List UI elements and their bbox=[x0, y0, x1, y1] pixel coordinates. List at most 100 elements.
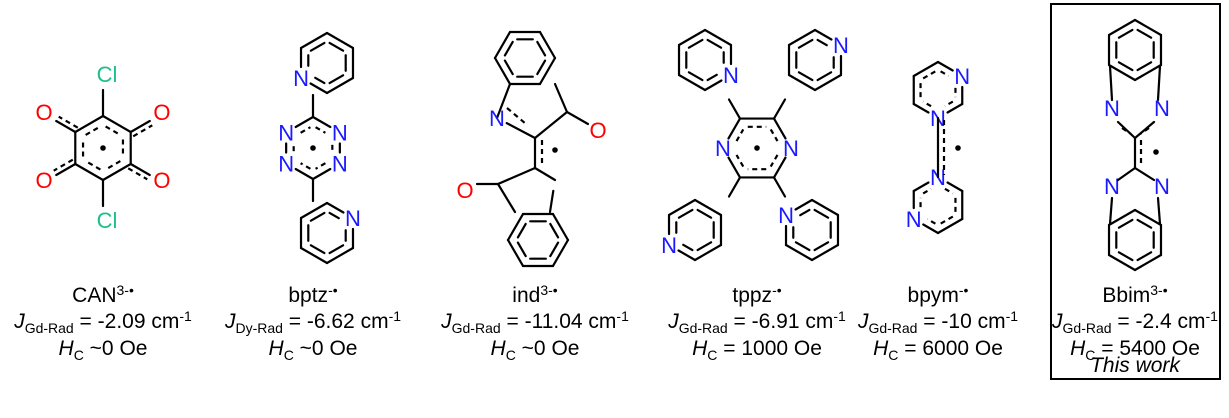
benzo-bottom-edge bbox=[1133, 208, 1163, 227]
benzo-bottom-inner bbox=[516, 222, 527, 239]
n-atom: N bbox=[778, 203, 794, 228]
pyridine-ring-inner bbox=[813, 241, 830, 252]
radical-dot bbox=[552, 147, 558, 153]
pyrimidine-bottom-edge bbox=[936, 217, 964, 235]
n-atom: N bbox=[723, 63, 739, 88]
coercive-field: HC = 5400 Oe bbox=[1070, 337, 1200, 363]
benzo-bottom-edge bbox=[551, 238, 570, 268]
benzo-top-inner bbox=[1117, 61, 1134, 72]
benzo-bottom-edge bbox=[1107, 253, 1137, 272]
c-o-bond bbox=[129, 119, 151, 134]
benzo-bottom-edge bbox=[551, 212, 570, 242]
pyrazine-ring-edge bbox=[727, 156, 742, 179]
cl-bottom: Cl bbox=[97, 208, 118, 233]
pyrimidine-bottom-inner bbox=[922, 187, 932, 195]
pyrazine-ring-inner bbox=[735, 154, 745, 168]
exchange-coupling: JDy-Rad = -6.62 cm-1 bbox=[224, 308, 402, 336]
benzo-top-inner bbox=[536, 40, 547, 57]
tetrazine-ring-inner bbox=[300, 126, 311, 134]
pyridine-ring-inner bbox=[677, 208, 694, 219]
tetrazine-ring-edge bbox=[294, 167, 315, 181]
pyridine-ring-inner bbox=[816, 38, 828, 47]
coercive-field: HC ~0 Oe bbox=[490, 337, 580, 363]
radical-dot bbox=[100, 145, 106, 151]
pyrimidine-top-edge bbox=[912, 102, 930, 114]
bond bbox=[496, 166, 537, 186]
pyrimidine-top-edge bbox=[912, 60, 940, 78]
pyridine-ring-edge bbox=[810, 243, 840, 262]
ring-link bbox=[727, 98, 742, 120]
benzo-bottom-edge bbox=[1133, 253, 1163, 272]
n-atom: N bbox=[345, 206, 361, 231]
can-ring-inner bbox=[105, 125, 121, 136]
pyridine-ring-inner bbox=[687, 38, 704, 49]
c-o-partial bbox=[132, 124, 153, 138]
benzo-top-edge bbox=[538, 30, 557, 60]
bond bbox=[1133, 166, 1156, 182]
benzo-top-edge bbox=[538, 56, 557, 86]
bond bbox=[1121, 127, 1132, 135]
ring-link bbox=[772, 98, 787, 120]
ring-link bbox=[772, 176, 787, 198]
pyridine-top-inner bbox=[309, 41, 326, 52]
ring-link bbox=[727, 176, 742, 198]
bond bbox=[495, 82, 512, 120]
benzo-bottom-inner bbox=[549, 222, 560, 239]
pyridine-ring-inner bbox=[696, 208, 713, 219]
oxygen-atom: O bbox=[153, 100, 170, 125]
pyridine-ring-inner bbox=[799, 208, 811, 217]
compound-charge: -• bbox=[328, 282, 338, 298]
pyridine-ring-edge bbox=[677, 249, 697, 262]
o-atom: O bbox=[456, 178, 473, 203]
highlight-box bbox=[1050, 3, 1221, 380]
compound-label: CAN3-• bbox=[72, 282, 134, 308]
exchange-coupling: JGd-Rad = -11.04 cm-1 bbox=[441, 308, 629, 336]
n-atom: N bbox=[906, 207, 922, 232]
radical-dot bbox=[310, 145, 316, 151]
can-ring-edge bbox=[101, 162, 132, 182]
pyrimidine-bottom-inner bbox=[940, 215, 954, 225]
n-atom: N bbox=[278, 121, 294, 146]
pyridine-ring-edge bbox=[693, 243, 723, 262]
benzo-bottom-inner bbox=[1117, 218, 1134, 229]
coercive-field: HC = 1000 Oe bbox=[692, 337, 822, 363]
pyridine-top-edge bbox=[325, 31, 355, 50]
benzo-bottom-inner bbox=[1136, 218, 1153, 229]
can-ring-edge bbox=[101, 114, 132, 134]
bond bbox=[505, 122, 537, 140]
tetrazine-ring-inner bbox=[315, 162, 326, 170]
compound-label: ind3-• bbox=[512, 283, 557, 308]
pyridine-ring-inner bbox=[813, 208, 830, 219]
pyridine-top-inner bbox=[328, 41, 345, 52]
pyrimidine-top-inner bbox=[922, 100, 932, 108]
pyrimidine-bottom-inner bbox=[944, 187, 954, 195]
pyridine-bottom-inner bbox=[309, 211, 326, 222]
pyridine-top-edge bbox=[309, 82, 329, 95]
bond bbox=[533, 166, 557, 182]
bond bbox=[533, 110, 569, 140]
pyridine-bottom-inner bbox=[309, 244, 326, 255]
n-atom: N bbox=[661, 233, 677, 258]
pyrazine-ring-edge bbox=[727, 117, 742, 140]
pyridine-ring-edge bbox=[677, 28, 707, 47]
coercive-field: HC ~0 Oe bbox=[268, 337, 358, 363]
cl-top: Cl bbox=[97, 62, 118, 87]
n-atom: N bbox=[715, 136, 731, 161]
compound-name: bptz bbox=[288, 284, 329, 307]
tetrazine-ring-edge bbox=[311, 167, 332, 181]
c-o-bond bbox=[55, 119, 77, 134]
pyridine-ring-inner bbox=[816, 71, 833, 82]
pyridine-bottom-edge bbox=[299, 201, 329, 220]
c-o-bond bbox=[565, 110, 590, 126]
pyridine-ring-inner bbox=[797, 38, 814, 49]
c-o-partial bbox=[58, 115, 79, 129]
tetrazine-ring-edge bbox=[294, 115, 315, 129]
benzo-bottom-edge bbox=[506, 238, 525, 268]
compound-charge: 3-• bbox=[116, 282, 134, 298]
tetrazine-ring-edge bbox=[311, 115, 332, 129]
coercive-field: HC ~0 Oe bbox=[58, 337, 148, 363]
bond bbox=[496, 182, 517, 214]
pyridine-ring-edge bbox=[693, 198, 723, 217]
pyridine-ring-inner bbox=[682, 243, 694, 252]
benzo-bottom-inner bbox=[516, 241, 527, 258]
